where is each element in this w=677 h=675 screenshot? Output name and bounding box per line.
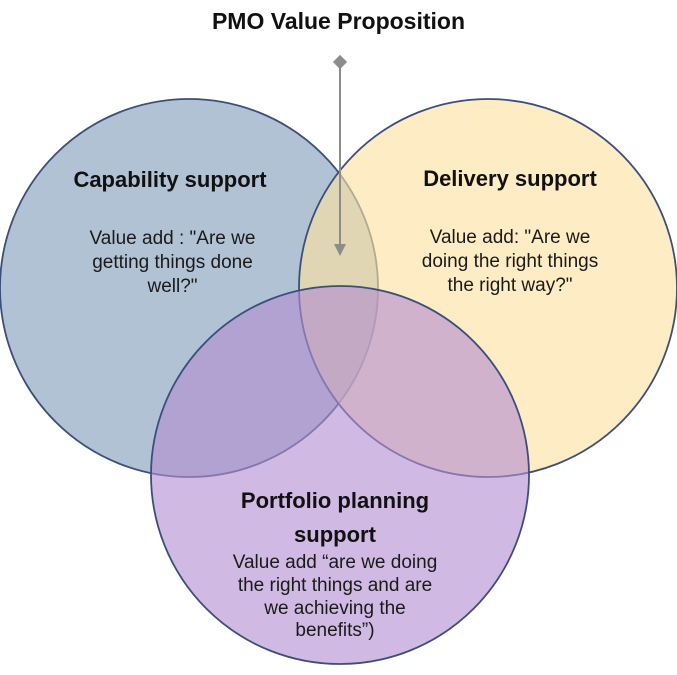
diagram-title: PMO Value Proposition [211, 8, 466, 34]
delivery-heading: Delivery support [423, 166, 597, 191]
portfolio-heading-line: support [294, 522, 376, 548]
delivery-value-line: doing the right things [421, 250, 599, 272]
portfolio-heading: Portfolio planning support [185, 484, 485, 552]
delivery-value-text: Value add: "Are we doing the right thing… [380, 226, 640, 297]
delivery-value-line: Value add: "Are we [429, 227, 591, 248]
capability-value-text: Value add : "Are we getting things done … [55, 227, 290, 298]
portfolio-circle [150, 285, 530, 665]
capability-value-line: well?" [147, 275, 198, 297]
portfolio-value-line: Value add “are we doing [232, 552, 438, 573]
portfolio-heading-line: Portfolio planning [240, 488, 430, 513]
pointer-diamond [332, 54, 348, 70]
capability-value-line: Value add : "Are we [89, 228, 256, 249]
delivery-value-line: the right way?" [447, 274, 573, 296]
portfolio-value-line: benefits”) [295, 620, 375, 642]
portfolio-value-line: the right things and are [237, 574, 433, 596]
portfolio-value-line: we achieving the [264, 597, 406, 619]
capability-heading: Capability support [73, 167, 267, 192]
portfolio-value-text: Value add “are we doing the right things… [185, 552, 485, 643]
capability-value-line: getting things done [92, 251, 253, 273]
